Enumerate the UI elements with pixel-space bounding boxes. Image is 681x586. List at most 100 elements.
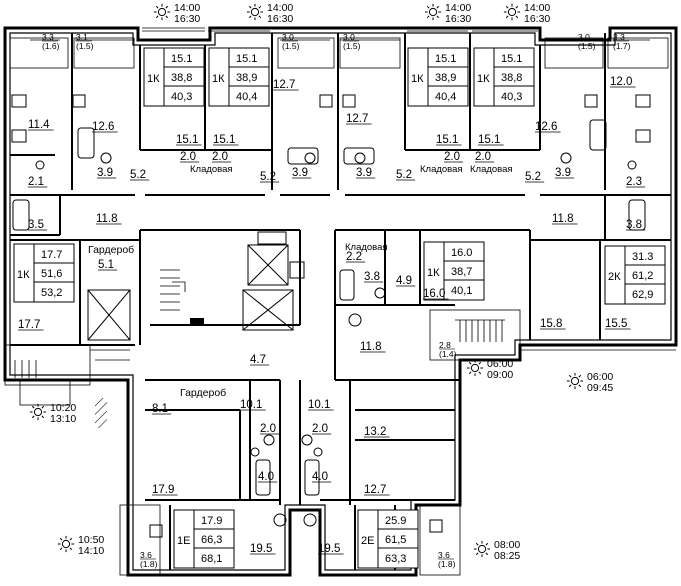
sun-markers: 14:0016:3014:0016:3014:0016:3014:0016:30… [29, 2, 613, 562]
apartment-living-area: 15.1 [435, 53, 456, 65]
room-area-label: 19.5 [318, 543, 340, 555]
sun-start-time: 10:50 [78, 534, 104, 546]
balcony-area-sub: (1.5) [343, 41, 361, 51]
room-area-label: 2.0 [444, 151, 460, 163]
balcony-area-value: 3.0 [282, 32, 294, 42]
balcony-area-sub: (1.8) [140, 559, 158, 569]
sun-end-time: 16:30 [524, 13, 550, 25]
balcony-area-sub: (1.6) [42, 41, 60, 51]
room-area-label: 3.9 [555, 167, 571, 179]
room-area-label: 17.9 [152, 484, 174, 496]
apartment-area-with-balcony: 40,3 [171, 91, 192, 103]
sun-end-time: 16:30 [267, 13, 293, 25]
balcony-area-value: 3.6 [438, 550, 450, 560]
room-area-label: 16.0 [423, 288, 445, 300]
apartment-living-area: 17.7 [41, 249, 62, 261]
balcony-area: 3.6(1.8) [438, 550, 456, 569]
balcony-area-value: 3.3 [613, 32, 625, 42]
balcony-area-sub: (1.5) [578, 41, 596, 51]
apartment-living-area: 17.9 [201, 515, 222, 527]
room-area-label: 15.1 [478, 134, 500, 146]
outer-walls-inner [9, 32, 672, 571]
room-area-label: 4.7 [250, 354, 266, 366]
room-area-label: 2.0 [180, 151, 196, 163]
apartment-total-area: 38,7 [451, 266, 472, 278]
balcony-area-value: 3.3 [42, 32, 54, 42]
apartment-type: 1К [17, 269, 30, 281]
room-area-label: 5.1 [98, 259, 114, 271]
room-area-label: 3.9 [356, 167, 372, 179]
room-area-label: 4.0 [258, 471, 274, 483]
balcony-area-value: 3.0 [578, 32, 590, 42]
apartment-area-with-balcony: 40,1 [451, 285, 472, 297]
apartment-type: 2Е [361, 535, 374, 547]
room-area-label: 5.2 [396, 169, 412, 181]
apartment-area-with-balcony: 68,1 [201, 553, 222, 565]
balcony-area-value: 3.1 [76, 32, 88, 42]
room-area-label: 8.1 [152, 403, 168, 415]
apartment-box: 1К 16.0 38,7 40,1 [423, 241, 485, 301]
sun-icon [566, 372, 584, 390]
apartment-total-area: 61,5 [385, 534, 406, 546]
apartment-living-area: 31.3 [632, 251, 653, 263]
balcony-area-value: 3.0 [343, 32, 355, 42]
apartment-total-area: 66,3 [201, 534, 222, 546]
apartment-total-area: 38,9 [236, 72, 257, 84]
closet-label: Кладовая [420, 164, 463, 175]
room-area-label: 2.0 [475, 151, 491, 163]
room-area-label: 11.8 [96, 213, 118, 225]
balcony-area-sub: (1.5) [282, 41, 300, 51]
apartment-living-area: 15.1 [236, 53, 257, 65]
room-area-label: 4.9 [396, 275, 412, 287]
room-area-label: 2.3 [626, 176, 642, 188]
sun-start-time: 14:00 [267, 2, 293, 14]
sun-icon [153, 3, 171, 21]
room-area-label: 10.1 [308, 399, 330, 411]
apartment-type: 1К [147, 73, 160, 85]
wall-hatching [95, 318, 204, 428]
room-area-label: 3.8 [626, 219, 642, 231]
wardrobe-label: Гардероб [88, 244, 134, 256]
room-area-label: 2.0 [212, 151, 228, 163]
balcony-area: 3.3(1.6) [42, 32, 60, 51]
outer-walls [3, 26, 678, 577]
room-area-label: 5.2 [525, 171, 541, 183]
room-area-label: 11.4 [28, 119, 50, 131]
apartment-living-area: 25.9 [385, 515, 406, 527]
balcony-area-sub: (1.7) [613, 41, 631, 51]
room-area-label: 19.5 [250, 543, 272, 555]
apartment-type: 1К [427, 267, 440, 279]
balcony-area: 3.6(1.8) [140, 550, 158, 569]
apartment-living-area: 16.0 [451, 247, 472, 259]
sun-start-time: 14:00 [524, 2, 550, 14]
room-area-label: 3.5 [28, 219, 44, 231]
room-area-label: 15.1 [436, 134, 458, 146]
closet-label: Кладовая [345, 242, 388, 253]
sun-end-time: 13:10 [50, 413, 76, 425]
sun-end-time: 08:25 [494, 550, 520, 562]
balcony-area: 3.0(1.5) [343, 32, 361, 51]
apartment-type: 1К [411, 73, 424, 85]
room-area-label: 12.7 [273, 79, 295, 91]
sun-start-time: 14:00 [174, 2, 200, 14]
sun-icon [424, 3, 442, 21]
apartment-type: 1К [212, 73, 225, 85]
apartment-type: 1К [477, 73, 490, 85]
room-area-label: 10.1 [240, 399, 262, 411]
wardrobe-label: Гардероб [180, 387, 226, 399]
bathroom-fixtures [11, 94, 651, 538]
balcony-area-sub: (1.4) [439, 349, 457, 359]
